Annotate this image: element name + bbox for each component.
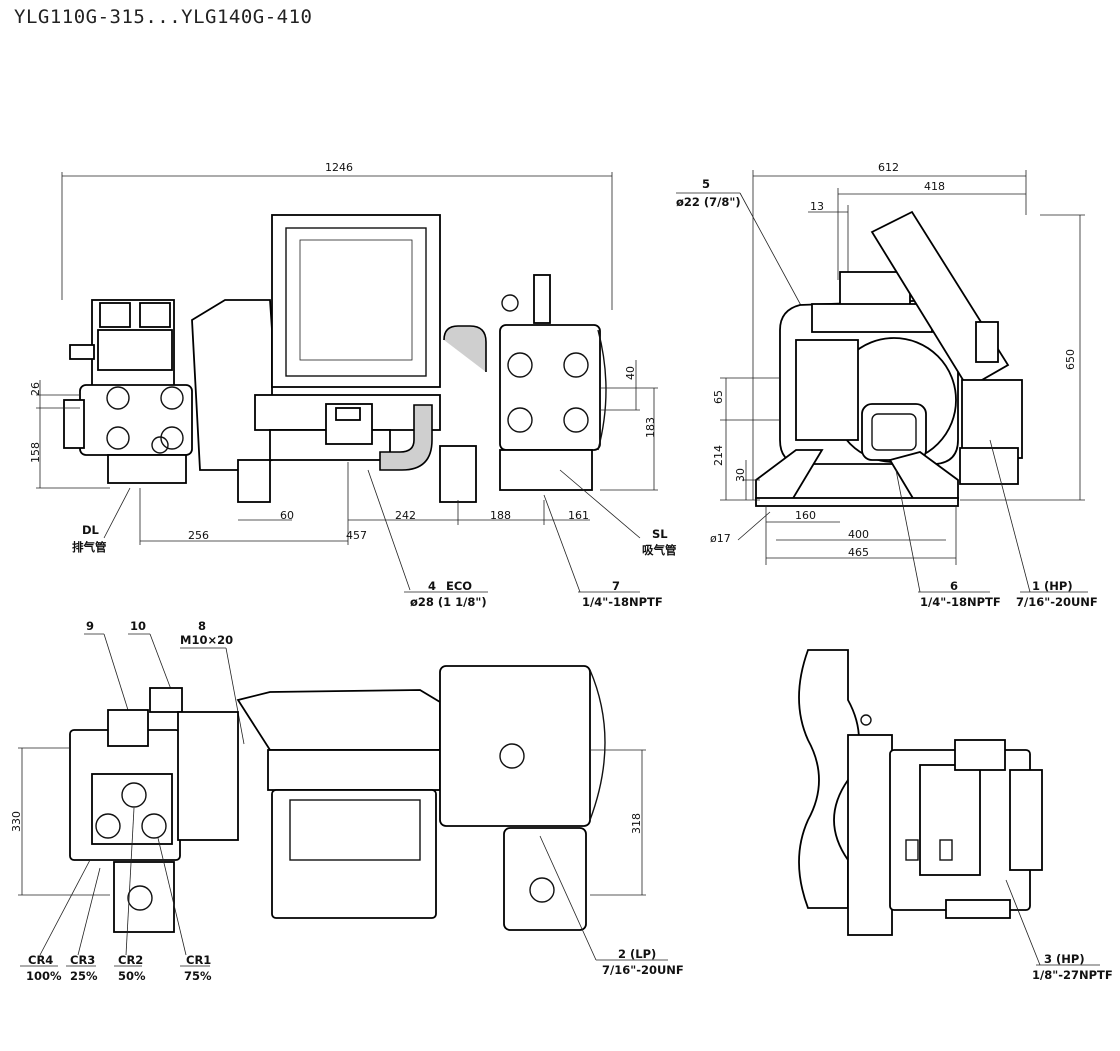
dim-330: 330 [10,811,23,832]
dim-30: 30 [734,468,747,482]
compressor-body [191,299,273,471]
label-part7-size: 1/4"-18NPTF [582,595,663,609]
label-part8-size: M10×20 [180,633,233,647]
dim-40: 40 [624,366,637,380]
label-part6-size: 1/4"-18NPTF [920,595,1001,609]
label-eco: ECO [446,579,472,593]
top-motor-housing [439,665,591,827]
label-cr4-pct: 100% [26,969,62,983]
label-part1-num: 1 (HP) [1032,579,1073,593]
label-part3-size: 1/8"-27NPTF [1032,968,1113,982]
inclined-cover [870,210,1010,390]
dim-188: 188 [490,509,511,522]
label-dl: DL [82,523,100,537]
dim-60: 60 [280,509,294,522]
label-part7-num: 7 [612,579,620,593]
label-part1-size: 7/16"-20UNF [1016,595,1098,609]
label-eco-num: 4 [428,579,436,593]
label-sl-name: 吸气管 [642,543,677,557]
dim-d17: ø17 [710,532,731,545]
label-cr1: CR1 [186,953,211,967]
top-main-body [236,689,441,751]
label-cr4: CR4 [28,953,53,967]
oil-separator-housing [271,214,441,388]
discharge-housing [79,384,193,456]
label-sl: SL [652,527,668,541]
label-part3-num: 3 (HP) [1044,952,1085,966]
label-part5-num: 5 [702,177,710,191]
dim-13: 13 [810,200,824,213]
label-part8-num: 8 [198,619,206,633]
dim-242: 242 [395,509,416,522]
label-dl-name: 排气管 [72,540,107,554]
top-view: 9 10 8 M10×20 330 [10,619,684,983]
label-part9: 9 [86,619,94,633]
dim-318: 318 [630,813,643,834]
top-oil-separator [271,789,437,919]
dim-214: 214 [712,445,725,466]
detail-view: 3 (HP) 1/8"-27NPTF [798,649,1113,982]
dim-65: 65 [712,390,725,404]
label-cr3: CR3 [70,953,95,967]
drawing-title: YLG110G-315...YLG140G-410 [14,6,313,28]
dim-256: 256 [188,529,209,542]
dim-465: 465 [848,546,869,559]
dim-161: 161 [568,509,589,522]
dim-side-overall: 612 [878,161,899,174]
label-eco-size: ø28 (1 1/8") [410,595,487,609]
dim-400: 400 [848,528,869,541]
label-part10: 10 [130,619,146,633]
label-cr2-pct: 50% [118,969,146,983]
side-view: 612 418 13 650 5 ø22 (7/8") [676,161,1098,609]
label-part6-num: 6 [950,579,958,593]
dim-overall-length: 1246 [325,161,353,174]
front-view: 1246 [29,161,677,609]
label-cr3-pct: 25% [70,969,98,983]
pipe-loop [443,325,487,372]
dim-418: 418 [924,180,945,193]
dim-650: 650 [1064,349,1077,370]
label-cr1-pct: 75% [184,969,212,983]
dim-26: 26 [29,382,42,396]
dim-183: 183 [644,417,657,438]
dim-158: 158 [29,442,42,463]
dim-160: 160 [795,509,816,522]
label-part2-num: 2 (LP) [618,947,656,961]
label-part5-size: ø22 (7/8") [676,195,741,209]
label-part2-size: 7/16"-20UNF [602,963,684,977]
label-cr2: CR2 [118,953,143,967]
dim-457: 457 [346,529,367,542]
